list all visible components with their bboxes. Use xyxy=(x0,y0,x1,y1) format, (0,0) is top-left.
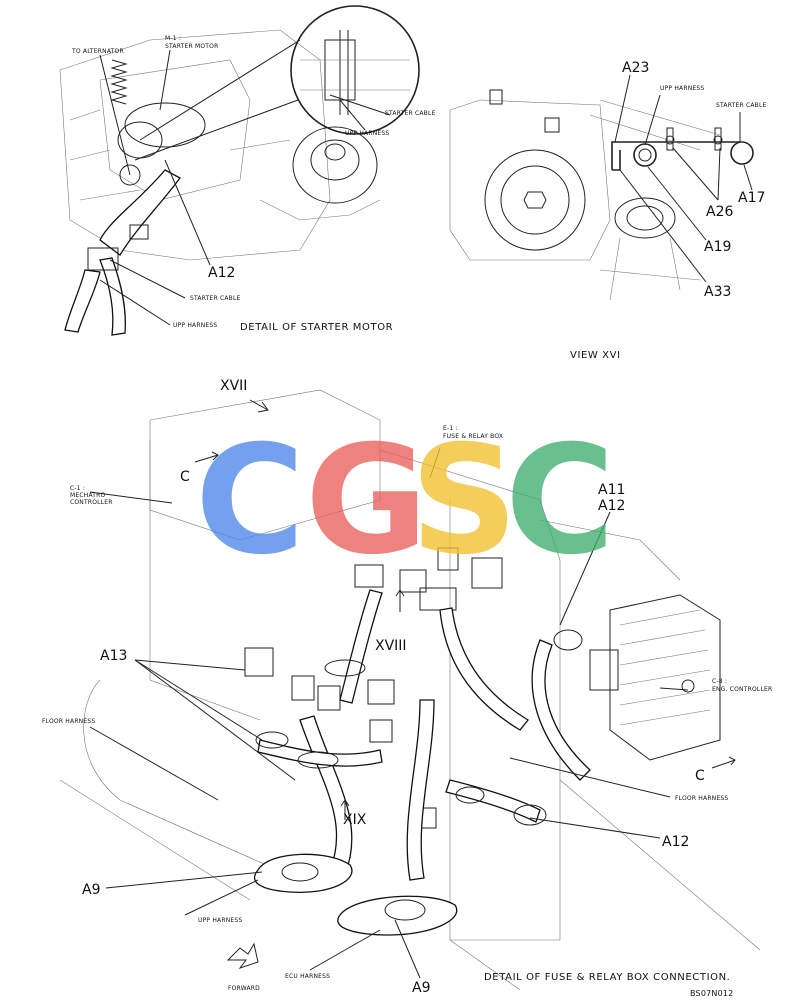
e1-label: E-1 : xyxy=(443,425,458,432)
forward-label: FORWARD xyxy=(228,985,260,992)
starter-motor-detail: TO ALTERNATOR M-1 : STARTER MOTOR STARTE… xyxy=(59,5,436,336)
c1-label: C-1 : xyxy=(70,485,85,492)
a11-label: A11 xyxy=(598,482,625,498)
c-arrow-right-label: C xyxy=(695,768,705,784)
upp-harness-inset-label: UPP HARNESS xyxy=(345,130,389,137)
m1-label: M-1 : xyxy=(165,35,181,42)
watermark-letter-g: G xyxy=(305,414,428,588)
upp-harness-xvi-label: UPP HARNESS xyxy=(660,85,704,92)
watermark-letter-c2: C xyxy=(505,414,615,588)
a23-label: A23 xyxy=(622,60,649,76)
view-xvi: A23 UPP HARNESS STARTER CABLE A17 A26 A1… xyxy=(449,60,767,361)
starter-cable-label: STARTER CABLE xyxy=(190,295,241,302)
a9-bottom-label: A9 xyxy=(412,980,430,996)
a9-left-label: A9 xyxy=(82,882,100,898)
starter-motor-label: STARTER MOTOR xyxy=(165,43,218,50)
upp-harness-bottom-label: UPP HARNESS xyxy=(198,917,242,924)
c8-label: C-8 : xyxy=(712,678,727,685)
ecu-harness-label: ECU HARNESS xyxy=(285,973,330,980)
a33-label: A33 xyxy=(704,284,731,300)
starter-cable-inset-label: STARTER CABLE xyxy=(385,110,436,117)
c-arrow-top-label: C xyxy=(180,469,190,485)
a17-label: A17 xyxy=(738,190,765,206)
xviii-label: XVIII xyxy=(375,638,407,654)
watermark-letter-s: S xyxy=(410,414,518,588)
mechatro-label: MECHATRO xyxy=(70,492,106,499)
drawing-code: BS07N012 xyxy=(690,989,733,998)
eng-controller-label: ENG. CONTROLLER xyxy=(712,686,772,693)
fuse-relay-caption: DETAIL OF FUSE & RELAY BOX CONNECTION. xyxy=(484,972,730,983)
starter-cable-xvi-label: STARTER CABLE xyxy=(716,102,767,109)
a26-label: A26 xyxy=(706,204,733,220)
xvii-label: XVII xyxy=(220,378,247,394)
a12-bottom-label: A12 xyxy=(662,834,689,850)
to-alternator-label: TO ALTERNATOR xyxy=(71,48,124,55)
watermark-letter-c1: C xyxy=(195,414,305,588)
a12-top-label: A12 xyxy=(598,498,625,514)
cgsc-watermark: C G S C xyxy=(195,414,615,588)
upp-harness-label: UPP HARNESS xyxy=(173,322,217,329)
a13-label: A13 xyxy=(100,648,127,664)
controller-label: CONTROLLER xyxy=(70,499,113,506)
xix-label: XIX xyxy=(343,812,367,828)
starter-motor-caption: DETAIL OF STARTER MOTOR xyxy=(240,322,393,333)
a12-label-top-left: A12 xyxy=(208,265,235,281)
a19-label: A19 xyxy=(704,239,731,255)
fuse-relay-detail: XVII C C-1 : MECHATRO CONTROLLER E-1 : F… xyxy=(42,378,772,998)
floor-harness-left-label: FLOOR HARNESS xyxy=(42,718,95,725)
view-xvi-caption: VIEW XVI xyxy=(570,350,621,361)
fuse-relay-box-label: FUSE & RELAY BOX xyxy=(443,433,503,440)
floor-harness-right-label: FLOOR HARNESS xyxy=(675,795,728,802)
